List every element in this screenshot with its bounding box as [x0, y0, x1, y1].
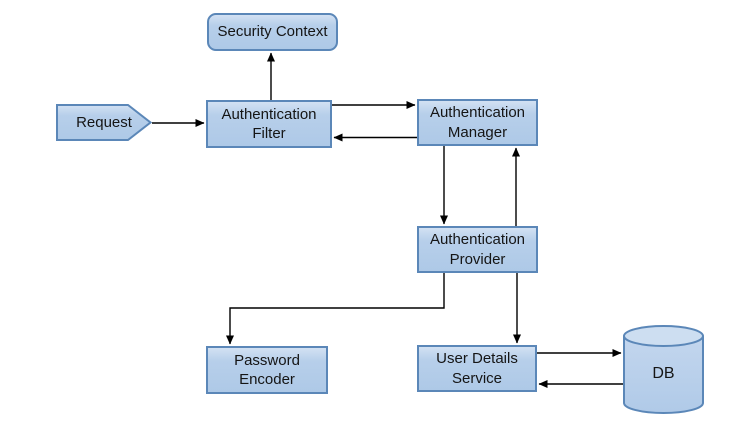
node-password-encoder: Password Encoder	[206, 346, 328, 394]
node-label: Security Context	[217, 23, 328, 40]
node-label: DB	[652, 364, 675, 382]
node-user-details-service: User Details Service	[417, 345, 537, 392]
edge-provider-to-password-encoder	[226, 273, 445, 345]
node-request: Request	[56, 104, 152, 141]
node-authentication-manager: Authentication Manager	[417, 99, 538, 146]
node-label: Password Encoder	[234, 351, 300, 389]
node-label: Request	[76, 113, 132, 131]
node-authentication-provider: Authentication Provider	[417, 226, 538, 273]
node-label: Authentication Manager	[429, 104, 526, 141]
node-label: User Details Service	[436, 350, 518, 387]
node-label: Authentication Provider	[429, 231, 526, 268]
database-cylinder-icon	[623, 325, 704, 414]
pentagon-arrow-shape	[56, 104, 152, 141]
node-label: Authentication Filter	[221, 105, 317, 143]
node-authentication-filter: Authentication Filter	[206, 100, 332, 148]
node-security-context: Security Context	[207, 13, 338, 51]
node-db: DB	[623, 325, 704, 414]
